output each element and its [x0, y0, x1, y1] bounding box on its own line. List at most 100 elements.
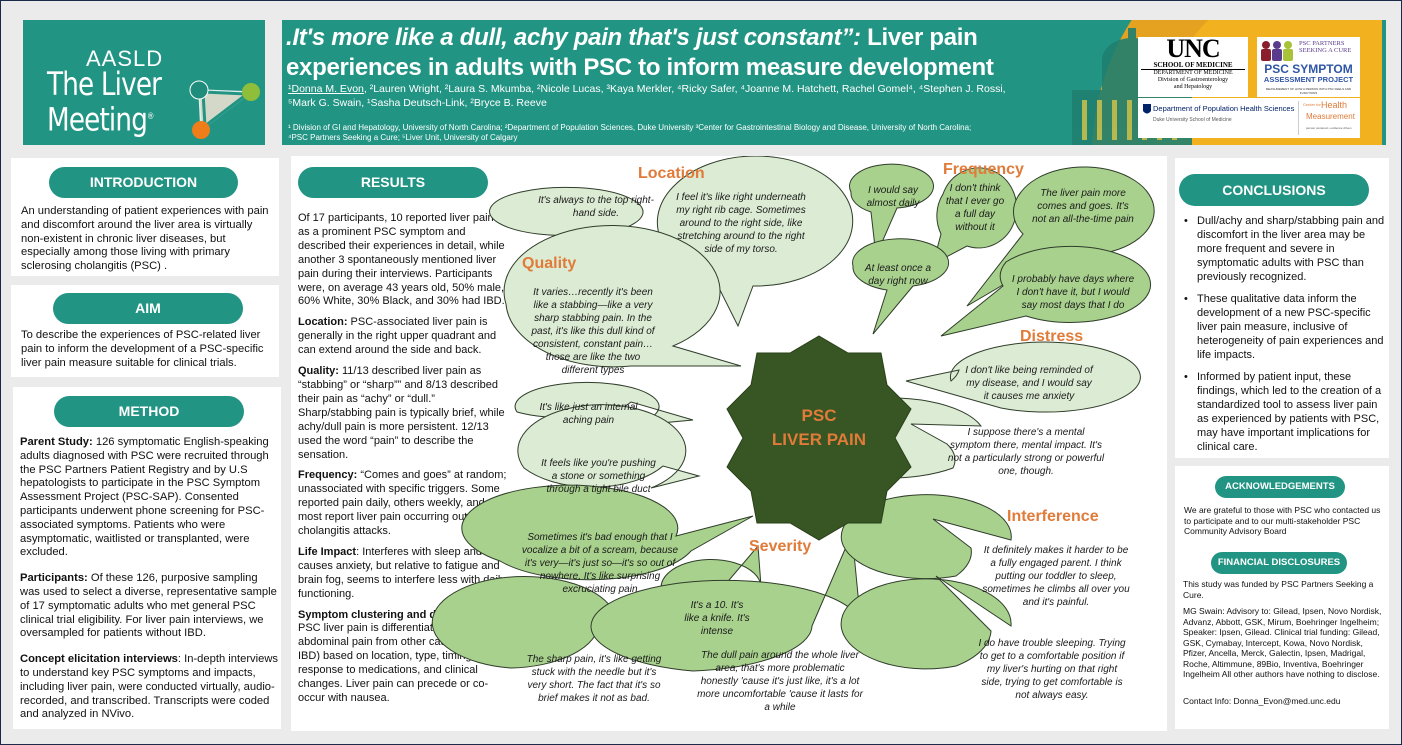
logo-divider [1298, 101, 1299, 135]
aim-heading: AIM [53, 293, 243, 324]
quote-distress-1: I don't like being reminded of my diseas… [965, 364, 1093, 402]
conclusions-heading: CONCLUSIONS [1179, 174, 1369, 206]
method-paragraph-text: : In-depth interviews to understand key … [20, 653, 279, 721]
title-banner: .It's more like a dull, achy pain that's… [282, 20, 1386, 145]
quote-severity-4: The dull pain around the whole liver are… [697, 649, 863, 713]
results-paragraph-text: 11/13 described liver pain as “stabbing”… [298, 365, 505, 461]
quote-frequency-3: The liver pain more comes and goes. It's… [1032, 187, 1134, 225]
introduction-text: An understanding of patient experiences … [21, 205, 269, 273]
other-authors: , ²Lauren Wright, ²Laura S. Mkumba, ²Nic… [288, 83, 1006, 109]
method-text: Parent Study: 126 symptomatic English-sp… [20, 436, 280, 734]
author-list: ¹Donna M. Evon, ²Lauren Wright, ²Laura S… [288, 82, 1008, 110]
psc-logo-tagline: MEASUREMENT OF HOW A PERSON WITH PSC FEE… [1265, 87, 1352, 95]
speech-bubble-freq1 [849, 163, 934, 258]
results-label: Life Impact [298, 545, 357, 558]
psc-logo-line3: PSC SYMPTOM [1264, 62, 1353, 76]
duke-chm-logo: Department of Population Health Sciences… [1138, 98, 1360, 138]
logo-aasld-text: AASLD [86, 46, 164, 71]
duke-logo-line2: Duke University School of Medicine [1153, 117, 1232, 123]
results-intro: Of 17 participants, 10 reported liver pa… [298, 212, 505, 308]
results-label: Frequency: [298, 469, 358, 482]
funding-text: This study was funded by PSC Partners Se… [1183, 579, 1374, 600]
liver-meeting-mark-icon [189, 80, 260, 139]
results-paragraph-text: “Comes and goes” at random; unassociated… [298, 469, 507, 538]
chm-logo-tagline: person centered • evidence driven [1306, 126, 1352, 130]
method-heading: METHOD [54, 396, 244, 427]
center-star-shape [726, 335, 912, 541]
speech-bubble-sev1 [461, 484, 754, 581]
results-paragraph-text: : Interferes with sleep and causes anxie… [298, 545, 506, 600]
quote-frequency-1: I would say almost daily [866, 185, 920, 209]
aim-text: To describe the experiences of PSC-relat… [21, 329, 264, 369]
pain-concept-diagram [431, 156, 1155, 672]
method-label: Participants: [20, 572, 88, 585]
quote-quality-3: It feels like you're pushing a stone or … [541, 457, 656, 495]
method-parent-study: Parent Study: 126 symptomatic English-sp… [20, 436, 280, 560]
center-label-line2: LIVER PAIN [771, 430, 867, 449]
unc-logo-line4: and Hepatology [1173, 84, 1213, 90]
results-heading: RESULTS [298, 167, 488, 198]
duke-logo-line1: Department of Population Health Sciences [1153, 104, 1295, 113]
speech-bubble-freq5 [940, 245, 1152, 337]
method-participants: Participants: Of these 126, purposive sa… [20, 572, 280, 641]
speech-bubble-sev4 [590, 532, 862, 672]
speech-bubble-sev3 [431, 575, 645, 669]
category-interference: Interference [1007, 508, 1099, 525]
conclusions-panel: CONCLUSIONS Dull/achy and sharp/stabbing… [1175, 158, 1389, 458]
quote-frequency-5: I probably have days where I don't have … [1011, 273, 1135, 311]
chm-logo-line2: Health [1321, 100, 1348, 110]
results-panel: RESULTS Of 17 participants, 10 reported … [291, 156, 1167, 731]
introduction-heading: INTRODUCTION [49, 167, 238, 198]
method-paragraph-text: 126 symptomatic English-speaking adults … [20, 436, 269, 559]
quote-severity-1: Sometimes it's bad enough that I vocaliz… [521, 531, 679, 595]
results-paragraph-text: PSC-associated liver pain is generally i… [298, 316, 497, 357]
quote-severity-2: It's a 10. It's like a knife. It's inten… [684, 599, 750, 637]
speech-bubble-dist1 [905, 341, 1141, 413]
center-label-line1: PSC [801, 406, 837, 425]
quote-distress-2: I suppose there's a mental symptom there… [947, 427, 1105, 477]
quote-quality-2: It's like just an internal aching pain [539, 402, 638, 426]
quote-severity-3: The sharp pain, it's like getting stuck … [526, 654, 662, 704]
conclusion-item: Informed by patient input, these finding… [1181, 370, 1389, 454]
category-distress: Distress [1020, 328, 1084, 345]
category-location: Location [638, 165, 705, 182]
poster-title: .It's more like a dull, achy pain that's… [286, 23, 1026, 83]
psc-logo-line4: ASSESSMENT PROJECT [1263, 75, 1354, 84]
unc-logo-line3: Division of Gastroenterology [1157, 77, 1229, 83]
duke-shield-icon [1143, 104, 1151, 114]
results-label: Quality: [298, 365, 339, 378]
category-severity: Severity [749, 538, 812, 555]
unc-logo-line1: SCHOOL OF MEDICINE [1153, 61, 1233, 69]
chm-logo-line1: Center for [1303, 102, 1321, 107]
logo-line2: The Liver [47, 65, 162, 103]
speech-bubble-int1 [840, 494, 1012, 580]
results-label: Location: [298, 316, 348, 329]
introduction-panel: INTRODUCTION An understanding of patient… [11, 158, 279, 276]
chm-logo-line3: Measurement [1306, 112, 1355, 121]
speech-bubble-qual1 [503, 225, 742, 368]
aasld-logo: AASLD The Liver Meeting® [23, 20, 265, 145]
center-label: PSC LIVER PAIN [751, 404, 887, 452]
results-life-impact: Life Impact: Interferes with sleep and c… [298, 546, 508, 602]
psc-sap-logo: PSC PARTNERS SEEKING A CURE PSC SYMPTOM … [1257, 37, 1360, 97]
method-paragraph-text: Of these 126, purposive sampling was use… [20, 572, 277, 640]
unc-logo-line2: DEPARTMENT OF MEDICINE [1141, 69, 1245, 77]
acknowledgements-heading: ACKNOWLEDGEMENTS [1215, 476, 1345, 498]
presenting-author: ¹Donna M. Evon [288, 83, 364, 95]
contact-info: Contact Info: Donna_Evon@med.unc.edu [1183, 695, 1341, 706]
coi-text: MG Swain: Advisory to: Gilead, Ipsen, No… [1183, 606, 1382, 679]
conclusion-item: These qualitative data inform the develo… [1181, 292, 1389, 362]
method-label: Parent Study: [20, 436, 93, 448]
conclusion-item: Dull/achy and sharp/stabbing pain and di… [1181, 214, 1389, 284]
people-icon [1261, 41, 1293, 61]
affiliations: ¹ Division of GI and Hepatology, Univers… [288, 123, 972, 142]
title-main: Liver pain experiences in adults with PS… [286, 24, 994, 81]
method-label: Concept elicitation interviews [20, 653, 178, 666]
results-frequency: Frequency: “Comes and goes” at random; u… [298, 469, 508, 539]
aim-panel: AIM To describe the experiences of PSC-r… [11, 285, 279, 377]
quote-frequency-2: I don't think that I ever go a full day … [945, 183, 1005, 233]
speech-bubble-int2 [840, 575, 1012, 670]
quote-quality-1: It varies…recently it's been like a stab… [531, 286, 655, 376]
logo-line3: Meeting [47, 100, 148, 139]
quote-location-2: I feel it's like right underneath my rig… [676, 191, 806, 255]
